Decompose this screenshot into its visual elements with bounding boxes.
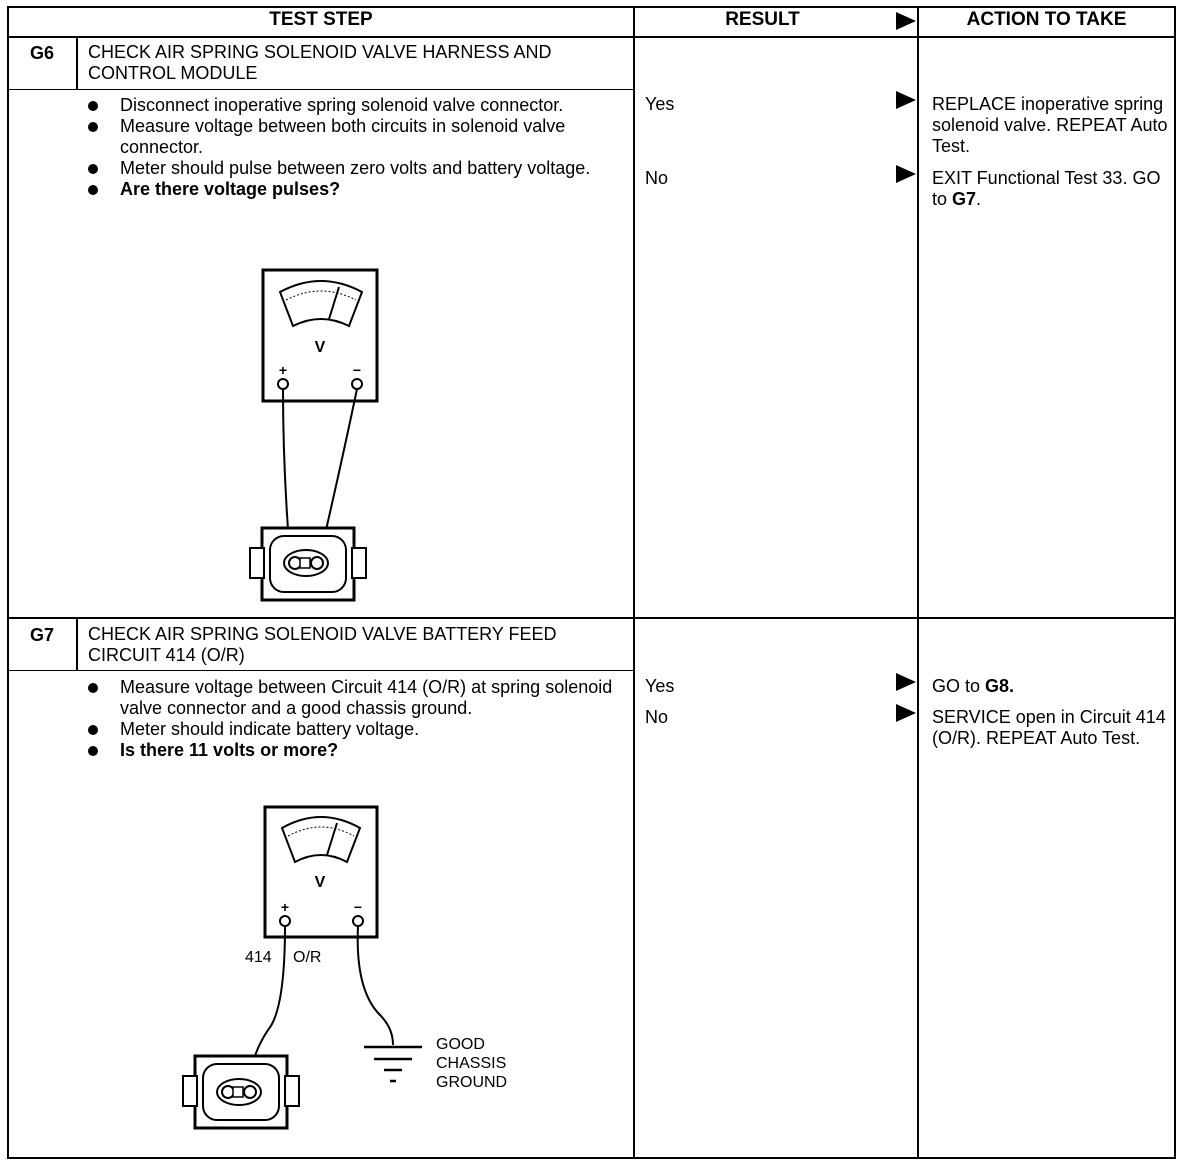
bullet: Measure voltage between both circuits in… (86, 116, 626, 158)
result-no-g7: No (645, 707, 669, 727)
meter-label: V (315, 339, 326, 356)
header-action: ACTION TO TAKE (966, 9, 1127, 30)
bullet: Measure voltage between Circuit 414 (O/R… (86, 677, 626, 719)
action-yes-g7: GO to G8. (932, 676, 1015, 696)
bullet: Meter should pulse between zero volts an… (86, 158, 626, 179)
result-no-g6: No (645, 168, 669, 188)
wire-label-circuit: 414 (245, 949, 272, 966)
wire-label-color: O/R (293, 949, 321, 966)
header-arrow-icon (896, 12, 916, 30)
arrow-icon (896, 704, 916, 722)
step-id-g6: G6 (29, 43, 54, 63)
voltmeter-diagram-g6: V + − (249, 268, 379, 602)
action-no-g7: SERVICE open in Circuit 414 (O/R). REPEA… (932, 707, 1166, 748)
voltmeter-diagram-g7: V + − 414 O/R GOOD CHASSIS GROUND (182, 805, 511, 1130)
ground-label: GOOD CHASSIS GROUND (436, 1036, 511, 1091)
step-title-g6: CHECK AIR SPRING SOLENOID VALVE HARNESS … (88, 42, 552, 83)
meter-label: V (315, 874, 326, 891)
step-bullets-g6: Disconnect inoperative spring solenoid v… (86, 95, 626, 200)
arrow-icon (896, 165, 916, 183)
arrow-icon (896, 673, 916, 691)
action-yes-g6: REPLACE inoperative spring solenoid valv… (932, 94, 1168, 156)
step-title-g7: CHECK AIR SPRING SOLENOID VALVE BATTERY … (88, 624, 557, 665)
action-no-g6: EXIT Functional Test 33. GO to G7. (932, 168, 1161, 209)
step-bullets-g7: Measure voltage between Circuit 414 (O/R… (86, 677, 626, 761)
bullet: Meter should indicate battery voltage. (86, 719, 626, 740)
bullet-question: Are there voltage pulses? (86, 179, 626, 200)
bullet-question: Is there 11 volts or more? (86, 740, 626, 761)
result-yes-g6: Yes (645, 94, 675, 114)
svg-text:+: + (281, 899, 289, 915)
svg-text:+: + (279, 362, 287, 378)
svg-text:−: − (354, 899, 362, 915)
header-test-step: TEST STEP (269, 9, 373, 30)
step-id-g7: G7 (29, 625, 54, 645)
result-yes-g7: Yes (645, 676, 675, 696)
arrow-icon (896, 91, 916, 109)
header-result: RESULT (725, 9, 800, 30)
bullet: Disconnect inoperative spring solenoid v… (86, 95, 626, 116)
svg-text:−: − (353, 362, 361, 378)
